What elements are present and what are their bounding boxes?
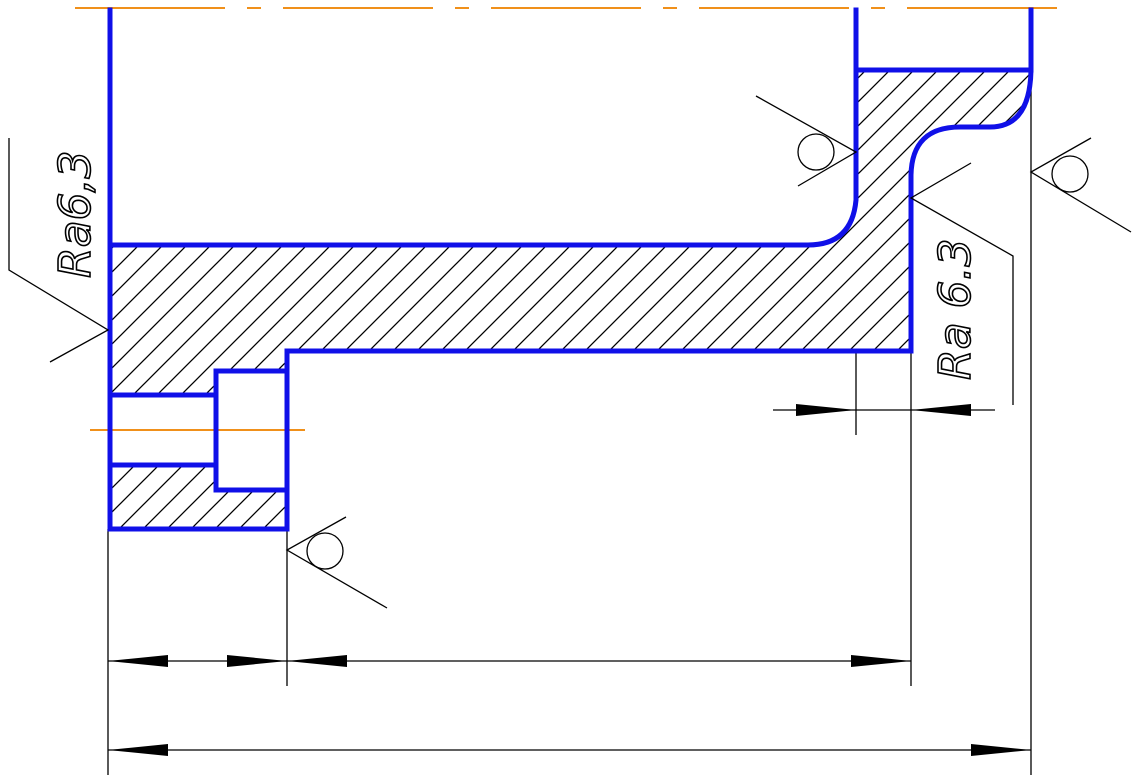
roughness-symbols [8, 95, 1132, 609]
centerlines [75, 7, 1070, 431]
arrow-overall-right [971, 744, 1031, 756]
main-body-hatch [110, 70, 1031, 395]
part-outline [107, 7, 1034, 532]
dimension-lines [108, 404, 1031, 756]
extension-lines [107, 70, 1032, 775]
roughness-symbol-step [285, 516, 388, 609]
roughness-symbol-right-face [1029, 137, 1132, 233]
inner-contour [107, 7, 859, 248]
arrow-flange-left [796, 404, 856, 416]
roughness-label-right: Ra 6.3 [930, 239, 981, 381]
arrow-overall-left [108, 744, 168, 756]
arrow-mid-left [287, 655, 347, 667]
roughness-symbol-shoulder [909, 162, 1014, 405]
roughness-label-left: Ra6,3 [50, 150, 101, 278]
roughness-symbol-left-face [8, 138, 110, 363]
outer-contour [107, 7, 1034, 532]
bore-counterbore [107, 368, 290, 493]
arrow-mid-right [851, 655, 911, 667]
arrow-flange-right [911, 404, 971, 416]
arrow-short-right [227, 655, 287, 667]
lower-flange-hatch [110, 465, 287, 529]
hatched-section [110, 70, 1031, 529]
arrow-short-left [108, 655, 168, 667]
roughness-symbol-flange [755, 95, 858, 187]
